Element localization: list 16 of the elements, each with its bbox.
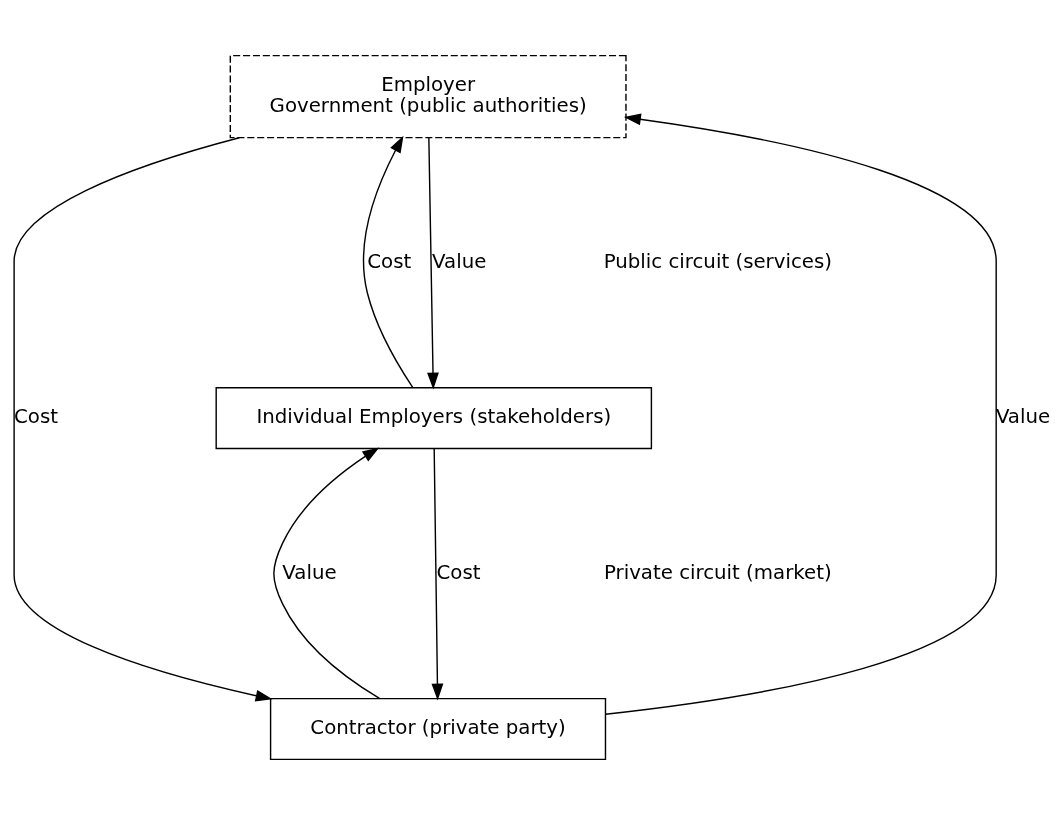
arrow	[431, 447, 444, 701]
edge-label: Cost	[14, 405, 58, 429]
arrow	[13, 137, 273, 702]
arrow	[427, 137, 439, 390]
label: Private circuit (market)	[603, 560, 832, 584]
edge-label: Value	[432, 249, 487, 273]
node-box: Contractor (private party)	[269, 697, 607, 761]
edge-label: Value	[282, 560, 337, 584]
arrow	[363, 135, 414, 389]
edge-label: Cost	[367, 249, 412, 273]
arrow	[273, 447, 381, 700]
label: Public circuit (services)	[603, 249, 832, 273]
node-box: Employer Government (public authorities)	[229, 54, 627, 139]
node-box: Individual Employers (stakeholders)	[215, 387, 653, 450]
edge-label: Cost	[436, 560, 481, 584]
arrow	[604, 113, 997, 715]
